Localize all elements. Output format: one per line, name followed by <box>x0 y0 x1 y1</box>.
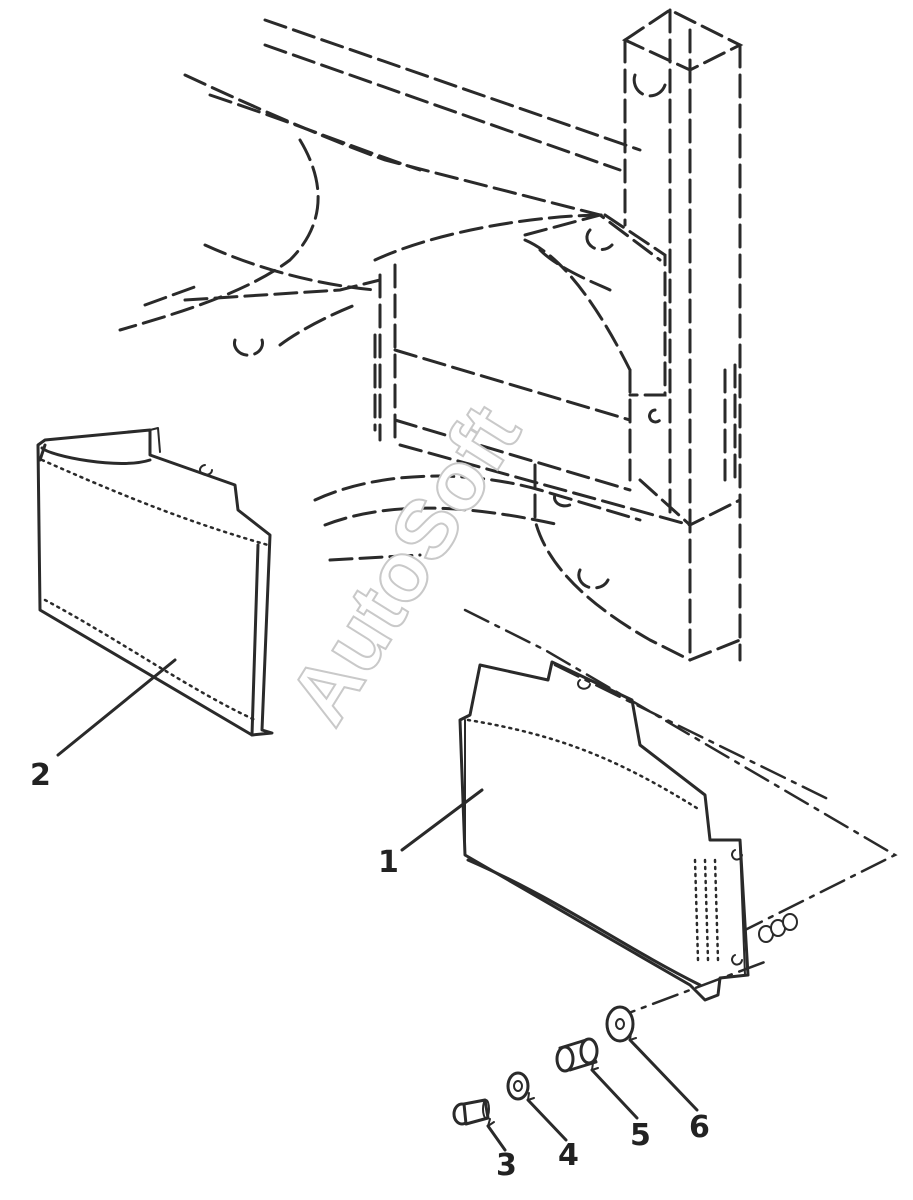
callout-5: 5 <box>630 1118 651 1153</box>
part-6-washer-icon <box>605 1005 635 1043</box>
part-2-shield <box>36 427 274 737</box>
callout-1: 1 <box>378 845 399 880</box>
callout-4: 4 <box>558 1138 579 1173</box>
callout-labels: 2 1 3 4 5 6 <box>30 758 710 1183</box>
part-5-spacer-icon <box>555 1037 599 1073</box>
callout-2: 2 <box>30 758 51 793</box>
part-3-bolt-icon <box>452 1098 490 1126</box>
vehicle-frame-phantom <box>118 8 744 662</box>
leader-lines <box>56 658 699 1152</box>
callout-3: 3 <box>496 1148 517 1183</box>
part-1-shield <box>458 660 750 1002</box>
callout-6: 6 <box>689 1110 710 1145</box>
washer-stack-icon <box>758 913 798 943</box>
alignment-lines <box>463 608 898 1022</box>
part-4-nut-icon <box>506 1071 530 1101</box>
